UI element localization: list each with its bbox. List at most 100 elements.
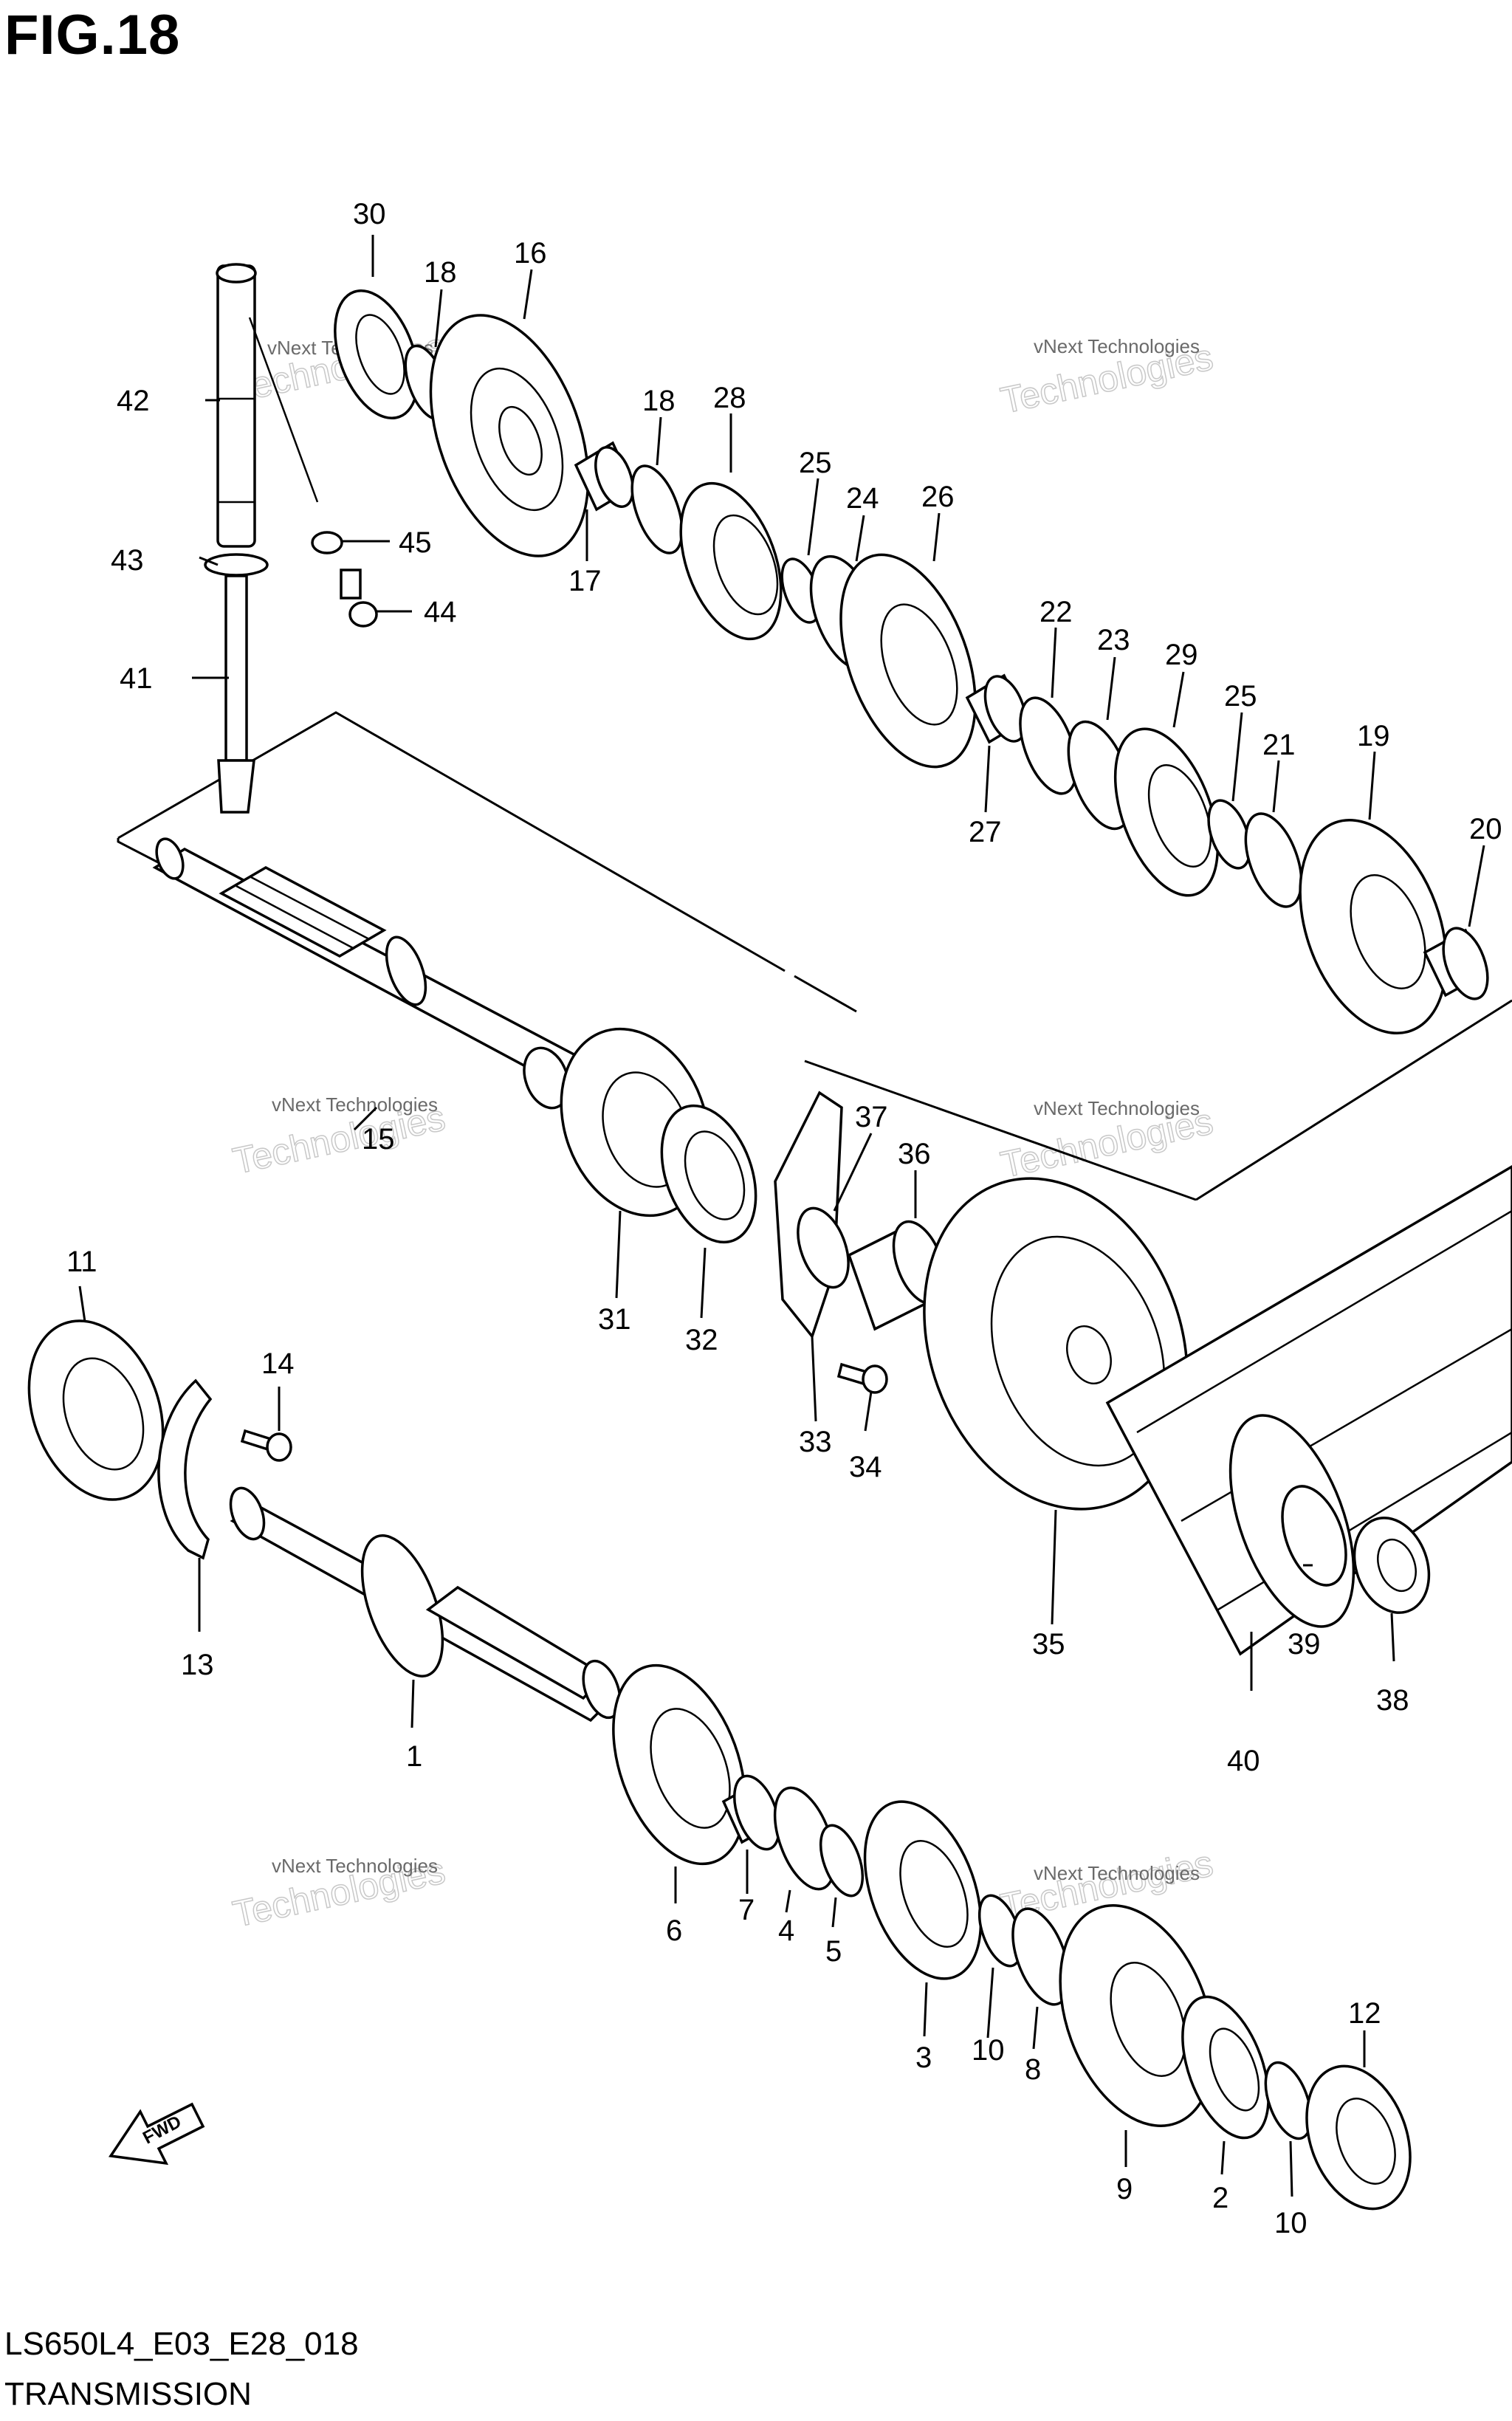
watermark-line: vNext Technologies xyxy=(1034,335,1200,357)
bushing-20-end xyxy=(1442,927,1489,1000)
callout-14: 14 xyxy=(261,1347,295,1380)
watermark-line: vNext Technologies xyxy=(272,1855,438,1877)
leader xyxy=(923,1982,928,2037)
leader xyxy=(785,1889,791,1913)
mainshaft-end xyxy=(229,1486,266,1541)
gear-2 xyxy=(1181,1995,1270,2140)
bearing-30 xyxy=(334,289,419,420)
frame-bottom-right xyxy=(804,1060,1197,1201)
gear-29 xyxy=(1113,727,1220,897)
seal-32-inner xyxy=(684,1130,746,1220)
mainshaft-tip xyxy=(582,1659,622,1720)
sprocket-35-bore xyxy=(1066,1325,1112,1385)
bushing-17-end xyxy=(594,446,634,508)
lock-washer-39 xyxy=(1281,1485,1347,1587)
leader xyxy=(1289,2140,1293,2197)
callout-34: 34 xyxy=(849,1451,882,1483)
leader xyxy=(353,1106,378,1131)
leader xyxy=(615,1210,622,1299)
bearing-12-race xyxy=(1336,2098,1396,2185)
lower-gear-train xyxy=(612,1663,1412,2211)
callout-36: 36 xyxy=(898,1138,931,1170)
watermark-5: Technologies vNext Technologies xyxy=(229,1850,450,1936)
callout-37: 37 xyxy=(855,1101,888,1133)
callout-45: 45 xyxy=(399,526,432,559)
left-side-parts xyxy=(27,1319,292,1560)
callout-35: 35 xyxy=(1032,1628,1065,1661)
callout-25b: 25 xyxy=(1224,680,1257,712)
gear-9-bore xyxy=(1110,1962,1186,2077)
callout-numbers: 30 18 16 42 43 41 45 44 17 18 28 25 24 2… xyxy=(66,198,1502,2239)
callout-25: 25 xyxy=(799,447,832,479)
shaft-41-gear xyxy=(217,759,255,814)
fwd-arrow-icon xyxy=(108,2102,205,2166)
leader xyxy=(855,515,865,562)
callout-12: 12 xyxy=(1348,1997,1381,2030)
callout-7: 7 xyxy=(738,1894,755,1926)
gear-29-inner xyxy=(1147,763,1212,868)
gear-2-inner xyxy=(1209,2027,1260,2112)
callout-18b: 18 xyxy=(642,385,676,417)
forward-arrow: FWD xyxy=(108,2102,205,2166)
frame-left xyxy=(117,838,162,865)
callout-28: 28 xyxy=(713,382,746,414)
retainer-13 xyxy=(157,1378,213,1560)
gear-16-bore xyxy=(498,405,543,476)
bolt-34-head xyxy=(862,1364,888,1394)
callout-44: 44 xyxy=(424,596,457,628)
circlip-10b xyxy=(1264,2061,1313,2140)
callout-9: 9 xyxy=(1116,2173,1133,2205)
leader xyxy=(811,1336,817,1422)
diagram-name: TRANSMISSION xyxy=(4,2376,252,2412)
watermark-line: vNext Technologies xyxy=(1034,1097,1200,1119)
leader xyxy=(807,478,819,556)
callout-31: 31 xyxy=(598,1303,631,1336)
callout-21: 21 xyxy=(1262,729,1296,761)
leader xyxy=(523,269,533,320)
mainshaft-gear xyxy=(360,1534,444,1677)
callout-24: 24 xyxy=(846,482,879,515)
callout-42: 42 xyxy=(117,385,150,417)
callout-16: 16 xyxy=(514,237,547,269)
callout-32: 32 xyxy=(685,1324,718,1356)
figure-title: FIG.18 xyxy=(4,4,181,66)
diagram-code: LS650L4_E03_E28_018 xyxy=(4,2326,359,2362)
callout-29: 29 xyxy=(1165,639,1198,671)
gear-16-hub xyxy=(470,367,564,512)
callout-38: 38 xyxy=(1376,1684,1409,1717)
leader xyxy=(199,556,219,566)
callout-4: 4 xyxy=(778,1915,794,1947)
leader xyxy=(1051,1509,1057,1625)
leader xyxy=(700,1247,707,1319)
callout-8: 8 xyxy=(1025,2053,1041,2086)
frame-right xyxy=(1195,999,1512,1201)
gear-28 xyxy=(679,481,783,641)
countershaft-frame xyxy=(117,711,1512,1201)
screw-44 xyxy=(340,569,362,600)
oring-37 xyxy=(797,1206,850,1289)
callout-33: 33 xyxy=(799,1426,832,1458)
callout-10b: 10 xyxy=(1274,2207,1307,2239)
callout-17: 17 xyxy=(568,565,602,597)
countershaft-end xyxy=(155,837,185,880)
callout-10: 10 xyxy=(972,2034,1005,2067)
gear-28-inner xyxy=(712,514,779,616)
leader xyxy=(656,416,662,466)
nut-38-bore xyxy=(1377,1538,1417,1593)
callout-11: 11 xyxy=(66,1246,97,1278)
callout-1: 1 xyxy=(406,1740,422,1773)
leader xyxy=(831,1897,837,1928)
callout-13: 13 xyxy=(181,1649,214,1681)
callout-5: 5 xyxy=(825,1935,842,1968)
washer-43 xyxy=(204,553,269,577)
callout-2: 2 xyxy=(1212,2182,1228,2214)
gear-16 xyxy=(429,314,590,557)
callout-3: 3 xyxy=(915,2041,932,2074)
leader xyxy=(1172,671,1185,728)
callout-22: 22 xyxy=(1040,596,1073,628)
gear-6-bore xyxy=(650,1708,731,1829)
leader-lines xyxy=(78,235,1485,2197)
gear-19 xyxy=(1299,818,1448,1035)
frame-top-gap xyxy=(794,975,857,1013)
